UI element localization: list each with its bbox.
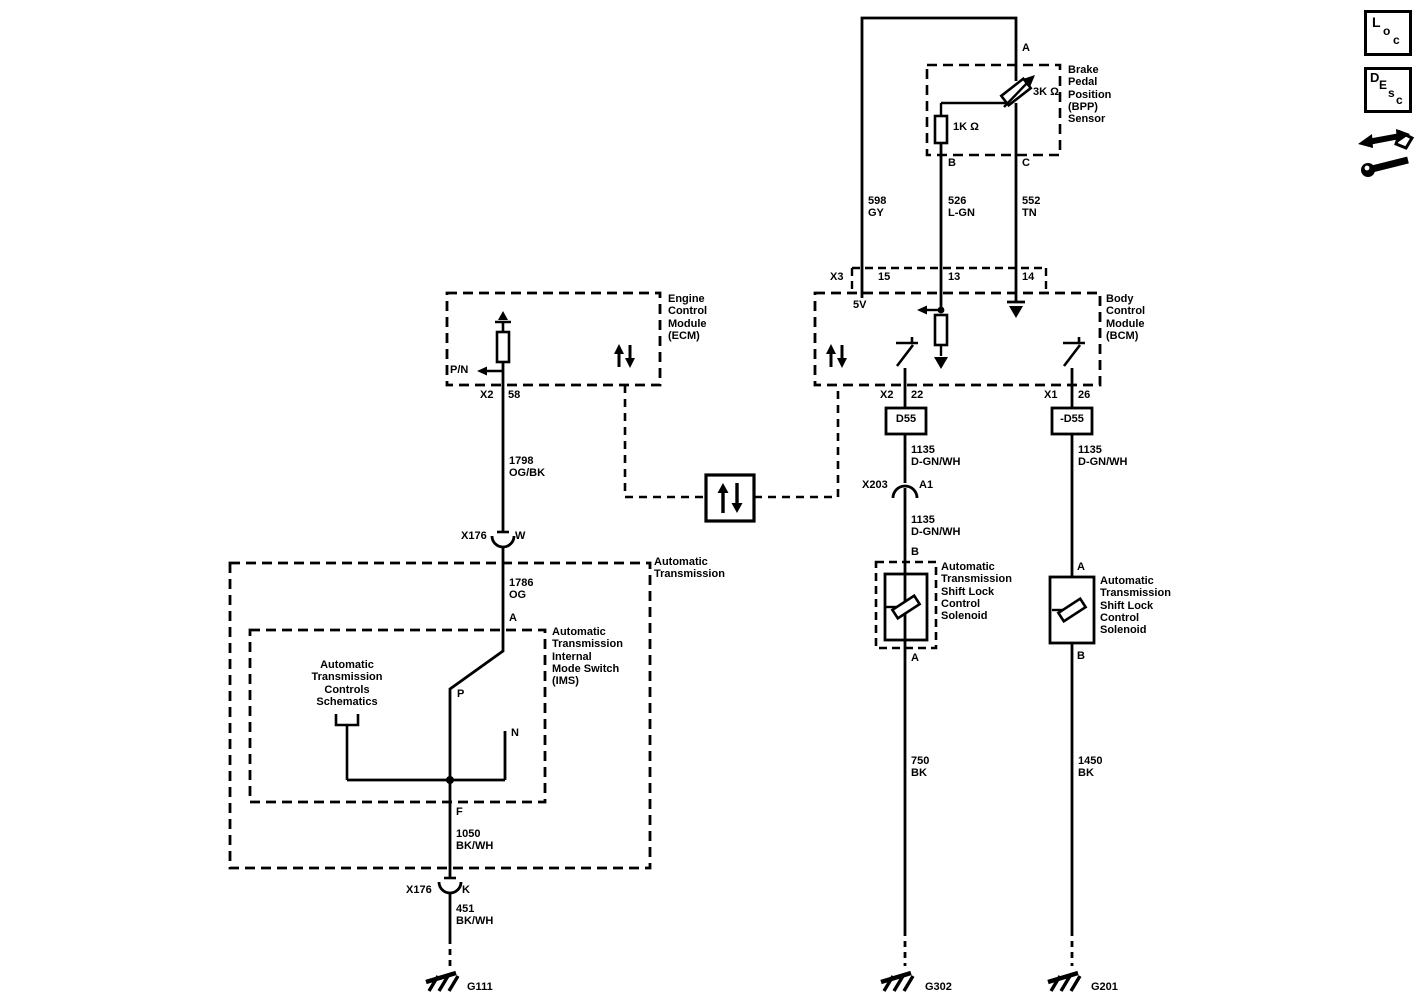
d55-right-label: -D55 (1060, 413, 1084, 425)
splice-x203-label: X203 (862, 479, 888, 491)
serial-data-arrows-icon (614, 344, 635, 368)
solenoid-left-term-top: B (911, 546, 919, 558)
ims-box (248, 628, 547, 804)
wire-label-1786: 1786 OG (509, 577, 534, 602)
x3-connector-strip (850, 266, 1048, 292)
terminal-c-bpp: C (1022, 157, 1030, 169)
pn-label: P/N (450, 364, 469, 376)
ground-g201-label: G201 (1091, 981, 1118, 993)
d55-left-label: D55 (895, 413, 917, 425)
bpp-sensor-label: Brake Pedal Position (BPP) Sensor (1068, 64, 1112, 126)
connector-x176-upper-label: X176 (461, 530, 487, 542)
serial-data-arrows-icon (717, 483, 743, 513)
pullup-resistor-icon (495, 330, 511, 364)
splice-x203-icon (891, 484, 919, 499)
ecm-pin-label: 58 (508, 389, 521, 401)
driver-switch-icon (895, 337, 918, 367)
pull-resistor-icon (933, 313, 949, 347)
solenoid-right-label: Automatic Transmission Shift Lock Contro… (1100, 575, 1171, 637)
bcm-label: Body Control Module (BCM) (1106, 293, 1146, 342)
pn-signal-arrow-icon (477, 366, 487, 376)
ims-terminal-a: A (509, 612, 517, 624)
internal-ground-icon (934, 357, 948, 369)
serial-data-bus (623, 385, 840, 499)
desc-letter: c (1396, 93, 1403, 107)
transmission-label: Automatic Transmission (654, 556, 725, 581)
wire-label-598-gy: 598 GY (868, 195, 887, 220)
loc-letter: o (1383, 24, 1391, 38)
tools-button[interactable] (1356, 122, 1418, 184)
solenoid-right-term-top: A (1077, 561, 1085, 573)
bcm-box (813, 291, 1102, 387)
connector-x3-label: X3 (830, 271, 844, 283)
inline-connector-icon (437, 876, 463, 895)
ims-label: Automatic Transmission Internal Mode Swi… (552, 626, 623, 688)
ecm-conn-label: X2 (480, 389, 494, 401)
ecm-box (445, 291, 662, 387)
solenoid-right-term-bottom: B (1077, 650, 1085, 662)
terminal-b-bpp: B (948, 157, 956, 169)
potentiometer-3k-icon (999, 75, 1035, 108)
schematic-link-bracket-icon (334, 714, 360, 780)
bcm-5v-label: 5V (853, 299, 867, 311)
driver-switch-icon (1062, 337, 1085, 367)
transmission-box (228, 561, 652, 870)
wire-label-1135: 1135 D-GN/WH (1078, 444, 1128, 469)
wire-label-1135: 1135 D-GN/WH (911, 444, 961, 469)
wire-label-1450-bk: 1450 BK (1078, 755, 1103, 780)
wire-label-1798: 1798 OG/BK (509, 455, 546, 480)
solenoid-left-label: Automatic Transmission Shift Lock Contro… (941, 561, 1012, 623)
solenoid-coil-icon (890, 593, 922, 621)
pin-14-label: 14 (1022, 271, 1035, 283)
connector-x176-upper-pin: W (515, 530, 526, 542)
pin-13-label: 13 (948, 271, 961, 283)
loc-letter: L (1372, 14, 1381, 30)
wire-label-451: 451 BK/WH (456, 903, 494, 928)
connector-x176-lower-pin: K (462, 884, 470, 896)
splice-x203-pin: A1 (919, 479, 934, 491)
ecm-label: Engine Control Module (ECM) (668, 293, 708, 342)
resistor-value-label: 1K Ω (953, 121, 979, 133)
bcm-right-pin-label: 26 (1078, 389, 1091, 401)
controls-schematics-label: Automatic Transmission Controls Schemati… (311, 659, 383, 708)
wire-label-750-bk: 750 BK (911, 755, 930, 780)
serial-data-box (704, 473, 756, 523)
ims-terminal-n: N (511, 727, 519, 739)
bcm-right-conn-label: X1 (1044, 389, 1058, 401)
signal-arrow-left-icon (917, 305, 927, 315)
desc-letter: E (1379, 78, 1388, 92)
bpp-sensor-box (925, 63, 1062, 157)
ims-terminal-p: P (457, 688, 465, 700)
wire-label-1135: 1135 D-GN/WH (911, 514, 961, 539)
wire-label-526-lgn: 526 L-GN (948, 195, 975, 220)
serial-data-arrows-icon (826, 344, 847, 368)
terminal-a-bpp: A (1022, 42, 1030, 54)
wire-label-1050: 1050 BK/WH (456, 828, 494, 853)
ground-g302-label: G302 (925, 981, 952, 993)
desc-letter: s (1388, 86, 1395, 100)
solenoid-left-dashed-box (874, 560, 938, 650)
ims-terminal-f: F (456, 806, 463, 818)
desc-letter: D (1370, 70, 1380, 85)
pullup-supply-icon (495, 311, 511, 332)
wrench-arrows-icon (1358, 129, 1415, 177)
connector-x176-lower-label: X176 (406, 884, 432, 896)
bcm-left-conn-label: X2 (880, 389, 894, 401)
ground-g111-label: G111 (467, 981, 493, 993)
pin-15-label: 15 (878, 271, 891, 283)
solenoid-coil-icon (1056, 596, 1088, 624)
wire-label-552-tn: 552 TN (1022, 195, 1041, 220)
loc-letter: c (1393, 33, 1400, 47)
bcm-left-pin-label: 22 (911, 389, 924, 401)
loc-button[interactable]: L o c (1364, 10, 1412, 56)
solenoid-left-term-bottom: A (911, 652, 919, 664)
pot-value-label: 3K Ω (1033, 86, 1059, 98)
resistor-1k-icon (933, 114, 949, 145)
inline-connector-icon (490, 530, 516, 549)
desc-button[interactable]: D E s c (1364, 67, 1412, 113)
internal-ground-icon (1009, 306, 1023, 318)
